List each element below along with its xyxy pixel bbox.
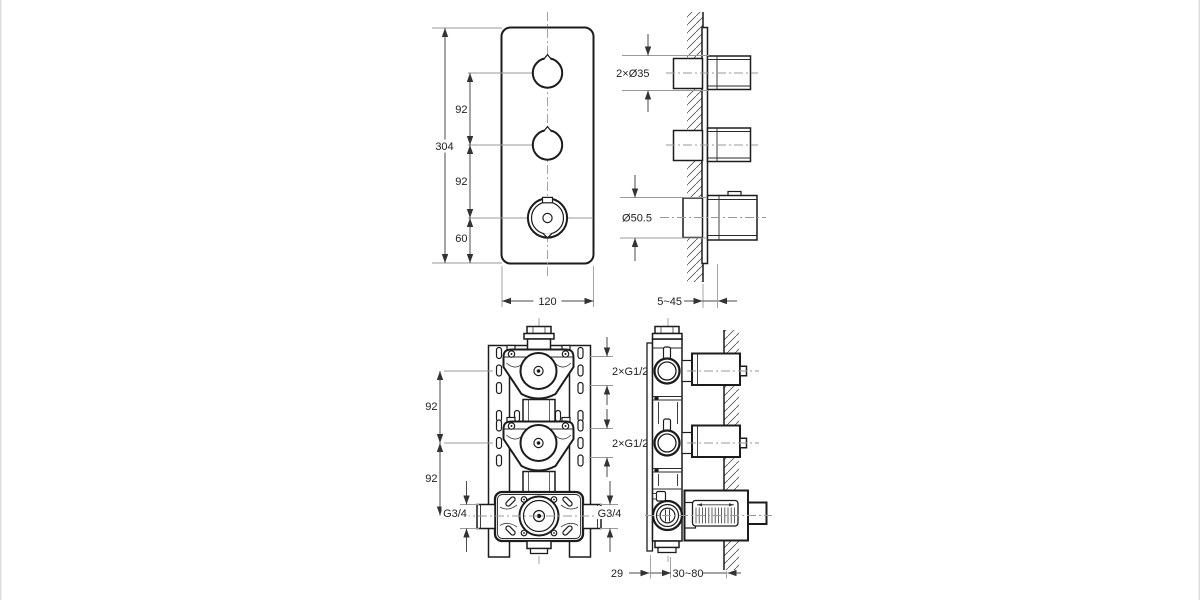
view-valve-side: 29 30~80: [611, 318, 772, 580]
dim-thermo-handle-diameter: Ø50.5: [622, 213, 652, 225]
valve-cartridge-lower: [502, 416, 575, 472]
dim-inlet-left: G3/4: [443, 508, 467, 520]
dim-handle-diameters: 2×Ø35: [616, 68, 649, 80]
dim-wall-depth-range: 5~45: [657, 296, 682, 308]
valve-lever: [662, 346, 672, 360]
bracket-plate-edge: [646, 342, 654, 552]
dim-inlet-right: G3/4: [598, 508, 622, 520]
valve-cartridge-upper: [502, 344, 575, 400]
dim-spacing-lower: 92: [425, 473, 437, 485]
thermostat-lever: [655, 490, 667, 502]
handle-index-notch: [543, 53, 552, 60]
dim-spacing-upper: 92: [425, 401, 437, 413]
view-valve-front: 92 92 2×G1/2 2×G1/2 G3/4 G3/4: [425, 318, 648, 564]
dim-plate-width: 120: [538, 296, 556, 308]
view-faceplate-side: 2×Ø35 Ø50.5 5~45: [616, 12, 766, 308]
dim-spacing-lower: 92: [455, 176, 467, 188]
valve-cartridge-upper-side: [653, 346, 759, 386]
top-pipe-stub: [523, 325, 555, 351]
thermostat-side: [645, 489, 772, 542]
view-faceplate-front: 304 92 92 60 120: [432, 12, 595, 308]
dim-outlet-lower: 2×G1/2: [612, 438, 648, 450]
valve-lever: [662, 418, 672, 432]
handle-index-notch: [543, 125, 552, 132]
handle-middle: [531, 125, 564, 161]
bottom-pipe-stub: [526, 540, 552, 550]
dim-install-depth-range: 30~80: [673, 568, 704, 580]
inlet-port-left: [476, 503, 496, 530]
dim-bottom-offset: 60: [455, 233, 467, 245]
body-neck: [522, 398, 556, 423]
handle-top-side: [666, 55, 758, 91]
handle-middle-side: [666, 127, 758, 163]
body-neck: [522, 470, 556, 494]
handle-top: [531, 53, 564, 89]
thermostat-handle-side: [660, 190, 766, 241]
dim-spacing-upper: 92: [455, 104, 467, 116]
thermostat-body: [476, 490, 602, 555]
dim-outlet-upper: 2×G1/2: [612, 366, 648, 378]
spindle-end: [747, 501, 768, 525]
thermostat-handle: [526, 196, 569, 239]
dim-bracket-offset: 29: [611, 568, 623, 580]
thermostat-button: [541, 196, 554, 204]
valve-cartridge-lower-side: [653, 418, 759, 458]
dim-overall-height: 304: [435, 141, 453, 153]
